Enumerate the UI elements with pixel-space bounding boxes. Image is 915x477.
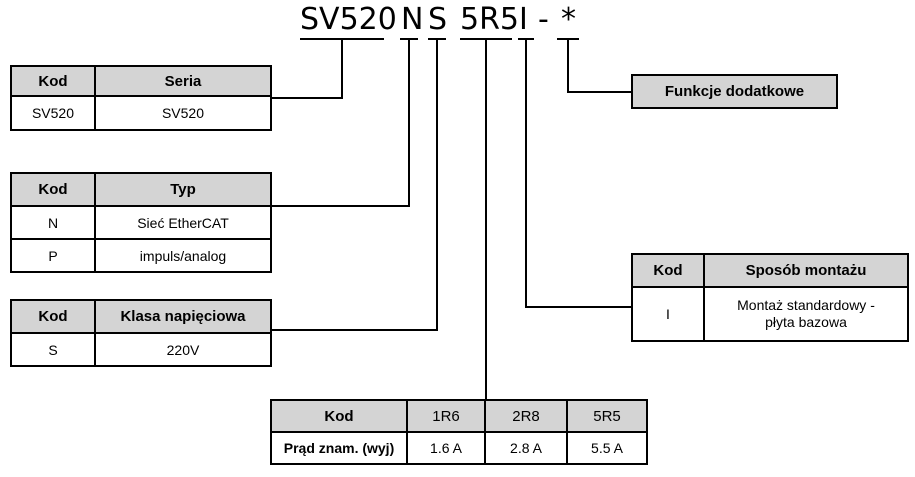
underline-voltage [428,38,446,40]
series-header-name: Seria [94,65,272,97]
series-row-code: SV520 [10,95,96,131]
current-header-code: Kod [270,399,408,433]
series-table: Kod Seria SV520 SV520 [10,65,272,131]
code-type: N [401,2,424,37]
current-value-5r5: 5.5 A [566,431,648,465]
underline-extra [557,38,579,40]
connector-type [271,39,410,207]
underline-mounting [518,38,534,40]
voltage-header-name: Klasa napięciowa [94,299,272,334]
mounting-table: Kod Sposób montażu I Montaż standardowy … [631,253,909,342]
underline-current [460,38,512,40]
current-header-5r5: 5R5 [566,399,648,433]
voltage-table: Kod Klasa napięciowa S 220V [10,299,272,367]
type-row-value: impuls/analog [94,238,272,273]
code-current: 5R5 [460,2,520,37]
type-header-code: Kod [10,172,96,207]
connector-extra [567,39,632,93]
current-row-label: Prąd znam. (wyj) [270,431,408,465]
code-series: SV520 [300,2,397,37]
voltage-header-code: Kod [10,299,96,334]
code-voltage: S [428,2,448,37]
type-table: Kod Typ N Sieć EtherCAT P impuls/analog [10,172,272,273]
connector-voltage [271,39,438,331]
current-value-2r8: 2.8 A [484,431,568,465]
voltage-row-code: S [10,332,96,367]
code-mounting: I [519,2,528,37]
underline-type [400,38,418,40]
type-row-code: P [10,238,96,273]
current-value-1r6: 1.6 A [406,431,486,465]
mounting-header-name: Sposób montażu [703,253,909,288]
connector-series [271,39,343,99]
code-extra: * [561,2,576,37]
current-table: Kod 1R6 2R8 5R5 Prąd znam. (wyj) 1.6 A 2… [270,399,648,465]
type-row-value: Sieć EtherCAT [94,205,272,240]
current-header-1r6: 1R6 [406,399,486,433]
mounting-header-code: Kod [631,253,705,288]
voltage-row-value: 220V [94,332,272,367]
series-header-code: Kod [10,65,96,97]
current-header-2r8: 2R8 [484,399,568,433]
extra-functions-label: Funkcje dodatkowe [631,74,838,109]
mounting-row-value: Montaż standardowy - płyta bazowa [703,286,909,342]
type-row-code: N [10,205,96,240]
code-dash: - [538,2,549,37]
connector-mounting [525,39,632,308]
series-row-value: SV520 [94,95,272,131]
underline-series [300,38,384,40]
mounting-row-code: I [631,286,705,342]
type-header-name: Typ [94,172,272,207]
